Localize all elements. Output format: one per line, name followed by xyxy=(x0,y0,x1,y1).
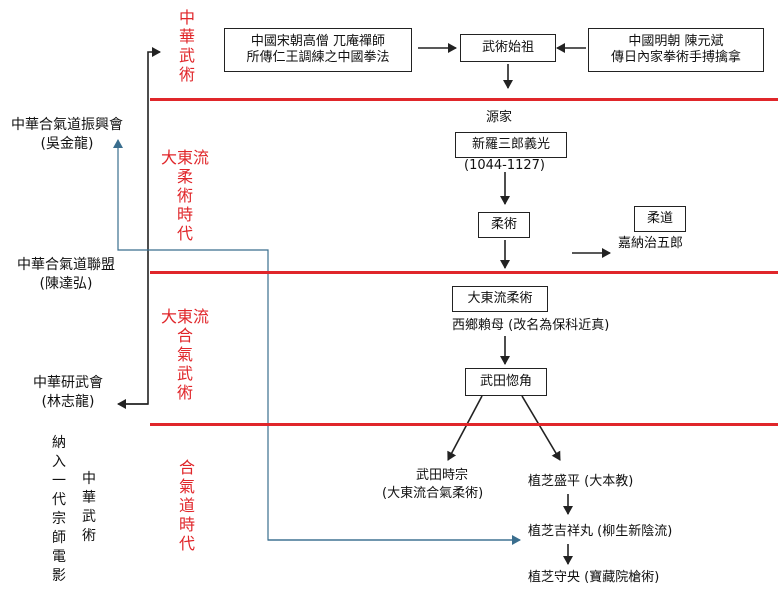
era-daito-aiki: 大東流 合 氣 武 術 xyxy=(160,307,209,402)
era-chinese-martial: 中 華 武 術 xyxy=(178,8,195,84)
node-ming-chen: 中國明朝 陳元斌 傳日內家拳術手搏擒拿 xyxy=(588,28,764,72)
era-divider-2 xyxy=(150,271,778,274)
label-kano: 嘉納治五郎 xyxy=(618,236,684,251)
era-aikido: 合 氣 道 時 代 xyxy=(178,458,195,553)
arrow-takeda-to-morihei xyxy=(521,395,561,461)
node-judo: 柔道 xyxy=(634,206,686,232)
org-yanwu: 中華研武會 (林志龍) xyxy=(33,375,103,410)
node-wushu-ancestor: 武術始祖 xyxy=(460,34,556,62)
node-takeda-sokaku: 武田惚角 xyxy=(465,368,547,396)
label-takeda-tokimune-sub: (大東流合氣柔術) xyxy=(382,486,484,501)
node-shinra: 新羅三郎義光 xyxy=(455,132,567,158)
era-divider-1 xyxy=(150,98,778,101)
arrow-takeda-to-tokimune xyxy=(447,395,483,461)
bracket-left-orgs xyxy=(120,47,161,405)
org-zhenxing: 中華合氣道振興會 (吳金龍) xyxy=(11,117,123,152)
node-jujutsu: 柔術 xyxy=(478,212,530,238)
label-ueshiba-moriteru: 植芝守央 (寶藏院槍術) xyxy=(528,570,660,585)
label-ueshiba-morihei: 植芝盛平 (大本教) xyxy=(528,474,634,489)
note-chinese-martial: 中 華 武 術 xyxy=(82,471,96,544)
note-film: 納 入 一 代 宗 師 電 影 xyxy=(52,435,66,584)
node-daito-ryu: 大東流柔術 xyxy=(452,286,548,312)
era-daito-jujutsu: 大東流 柔 術 時 代 xyxy=(160,148,209,243)
label-takeda-tokimune: 武田時宗 xyxy=(416,468,469,483)
era-divider-3 xyxy=(150,423,778,426)
node-song-monk: 中國宋朝高僧 兀庵禪師 所傳仁王調練之中國拳法 xyxy=(224,28,412,72)
label-ueshiba-kisshomaru: 植芝吉祥丸 (柳生新陰流) xyxy=(528,524,673,539)
label-shinra-years: (1044-1127) xyxy=(464,158,546,173)
label-saigo: 西鄉賴母 (改名為保科近真) xyxy=(452,318,610,333)
label-genji: 源家 xyxy=(486,110,513,125)
org-lianmeng: 中華合氣道聯盟 (陳達弘) xyxy=(17,257,115,292)
